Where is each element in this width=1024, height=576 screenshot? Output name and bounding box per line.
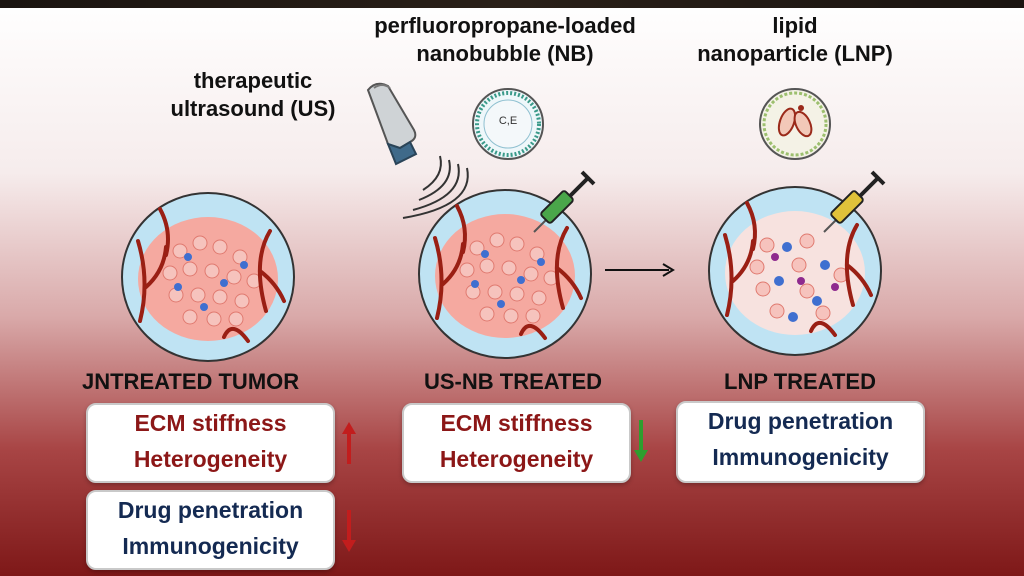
nanobubble-label-line1: perfluoropropane-loaded: [374, 13, 636, 38]
lnp-drug-penetration: Drug penetration: [707, 408, 894, 434]
untreated-tumor-icon: [121, 192, 295, 362]
lnp-drug-box: Drug penetration Immunogenicity: [676, 401, 925, 483]
untreated-ecm-box: ECM stiffness Heterogeneity: [86, 403, 335, 483]
process-arrow-icon: [605, 263, 675, 277]
lnp-tumor-icon: [708, 186, 882, 356]
ultrasound-label: therapeutic ultrasound (US): [148, 67, 358, 123]
us-nb-ecm-stiffness: ECM stiffness: [440, 410, 593, 436]
untreated-ecm-stiffness: ECM stiffness: [134, 410, 287, 436]
syringe-yellow-icon: [823, 170, 886, 233]
lnp-title: LNP TREATED: [724, 369, 876, 394]
untreated-drug-penetration: Drug penetration: [117, 497, 304, 523]
lnp-label-line2: nanoparticle (LNP): [697, 41, 893, 66]
lnp-immunogenicity: Immunogenicity: [712, 444, 889, 470]
top-bar: [0, 0, 1024, 8]
us-nb-heterogeneity: Heterogeneity: [439, 446, 594, 472]
syringe-green-icon: [533, 170, 596, 233]
ultrasound-waves-icon: [402, 155, 469, 219]
lnp-label-line1: lipid: [772, 13, 818, 38]
nanobubble-core-label: C,E: [498, 115, 518, 127]
increase-arrow-icon: [342, 422, 356, 464]
ultrasound-probe-icon: [366, 82, 418, 166]
nanobubble-label: perfluoropropane-loaded nanobubble (NB): [335, 12, 675, 68]
lnp-label: lipid nanoparticle (LNP): [680, 12, 910, 68]
us-nb-title: US-NB TREATED: [423, 369, 603, 394]
us-nb-tumor-icon: [418, 189, 592, 359]
untreated-title: JNTREATED TUMOR: [82, 369, 300, 394]
ultrasound-label-line2: ultrasound (US): [170, 96, 336, 121]
untreated-heterogeneity: Heterogeneity: [133, 446, 288, 472]
decrease-red-arrow-icon: [342, 510, 356, 552]
decrease-green-arrow-icon: [634, 420, 648, 462]
untreated-drug-box: Drug penetration Immunogenicity: [86, 490, 335, 570]
nanobubble-label-line2: nanobubble (NB): [416, 41, 594, 66]
lnp-icon: [759, 88, 831, 160]
untreated-immunogenicity: Immunogenicity: [122, 533, 299, 559]
us-nb-ecm-box: ECM stiffness Heterogeneity: [402, 403, 631, 483]
nanobubble-icon: [472, 88, 544, 160]
ultrasound-label-line1: therapeutic: [193, 68, 313, 93]
